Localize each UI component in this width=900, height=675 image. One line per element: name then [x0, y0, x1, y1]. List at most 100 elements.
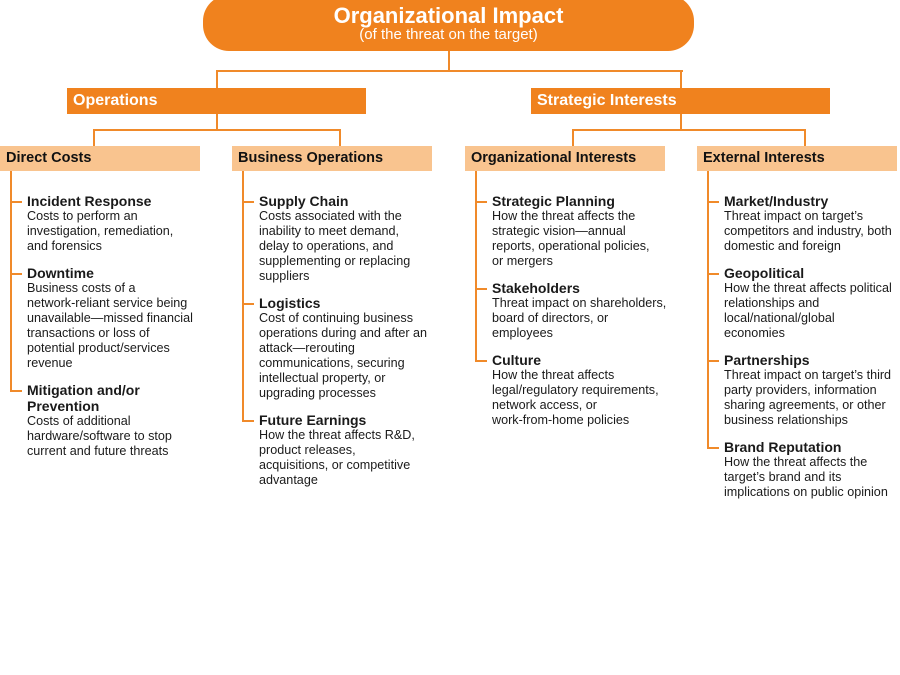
description-line: and forensics	[27, 239, 102, 253]
description-line: reports, operational policies,	[492, 239, 650, 253]
description-line: current and future threats	[27, 444, 169, 458]
description-line: Threat impact on shareholders,	[492, 296, 667, 310]
description-line: target’s brand and its	[724, 470, 842, 484]
vertical-connector	[707, 171, 709, 449]
vertical-connector	[242, 171, 244, 422]
item-title-line: Strategic Planning	[492, 193, 615, 209]
description-line: party providers, information	[724, 383, 877, 397]
description-line: acquisitions, or competitive	[259, 458, 411, 472]
item-title-line: Geopolitical	[724, 265, 805, 281]
connector	[216, 70, 683, 72]
description-line: investigation, remediation,	[27, 224, 174, 238]
description-line: revenue	[27, 356, 73, 370]
description-line: unavailable—missed financial	[27, 311, 193, 325]
connector	[93, 129, 95, 146]
item-title: Future Earnings	[259, 412, 432, 428]
item-title-line: Logistics	[259, 295, 321, 311]
description-line: Costs to perform an	[27, 209, 138, 223]
description-line: network-reliant service being	[27, 296, 188, 310]
description-line: upgrading processes	[259, 386, 376, 400]
root-title: Organizational Impact	[333, 3, 564, 28]
group-direct-costs: Direct Costs	[0, 146, 200, 171]
branch-tick	[707, 201, 719, 203]
branch-operations: Operations	[67, 88, 366, 114]
description-line: suppliers	[259, 269, 310, 283]
connector	[572, 129, 574, 146]
group-business-operations: Business Operations	[232, 146, 432, 171]
item-title: Market/Industry	[724, 193, 897, 209]
description-line: legal/regulatory requirements,	[492, 383, 659, 397]
item-title-line: Future Earnings	[259, 412, 367, 428]
description-line: How the threat affects	[492, 368, 615, 382]
branch-tick	[10, 273, 22, 275]
branch-tick	[475, 201, 487, 203]
branch-tick	[707, 447, 719, 449]
branch-tick	[475, 288, 487, 290]
item-title: Logistics	[259, 295, 432, 311]
description-line: relationships and	[724, 296, 820, 310]
connector	[680, 114, 682, 130]
vertical-connector	[475, 171, 477, 362]
description-line: business relationships	[724, 413, 848, 427]
item-description: Threat impact on shareholders,board of d…	[492, 296, 667, 341]
description-line: work-from-home policies	[492, 413, 630, 427]
branch-tick	[10, 390, 22, 392]
description-line: economies	[724, 326, 785, 340]
description-line: communications, securing	[259, 356, 405, 370]
description-line: Business costs of a	[27, 281, 136, 295]
description-line: supplementing or replacing	[259, 254, 411, 268]
item-title-line: Market/Industry	[724, 193, 829, 209]
group-external-interests: External Interests	[697, 146, 897, 171]
description-line: How the threat affects R&D,	[259, 428, 415, 442]
connector	[216, 70, 218, 88]
branch-tick	[475, 360, 487, 362]
connector	[448, 51, 450, 71]
description-line: operations during and after an	[259, 326, 428, 340]
item-title: Brand Reputation	[724, 439, 897, 455]
group-organizational-interests: Organizational Interests	[465, 146, 665, 171]
vertical-connector	[10, 171, 12, 392]
description-line: Threat impact on target’s	[724, 209, 864, 223]
description-line: product releases,	[259, 443, 356, 457]
description-line: advantage	[259, 473, 318, 487]
branch-strategic-interests: Strategic Interests	[531, 88, 830, 114]
description-line: local/national/global	[724, 311, 835, 325]
branch-tick	[707, 273, 719, 275]
description-line: implications on public opinion	[724, 485, 888, 499]
item-title: Supply Chain	[259, 193, 432, 209]
connector	[93, 129, 341, 131]
description-line: network access, or	[492, 398, 597, 412]
branch-tick	[707, 360, 719, 362]
item-title-line: Supply Chain	[259, 193, 349, 209]
item-title: Stakeholders	[492, 280, 665, 296]
description-line: transactions or loss of	[27, 326, 150, 340]
description-line: Cost of continuing business	[259, 311, 414, 325]
description-line: Threat impact on target’s third	[724, 368, 892, 382]
item-title: Incident Response	[27, 193, 200, 209]
item-title-line: Culture	[492, 352, 541, 368]
description-line: How the threat affects political	[724, 281, 892, 295]
item-description: How the threat affects R&D,product relea…	[259, 428, 432, 488]
item-title: Downtime	[27, 265, 200, 281]
